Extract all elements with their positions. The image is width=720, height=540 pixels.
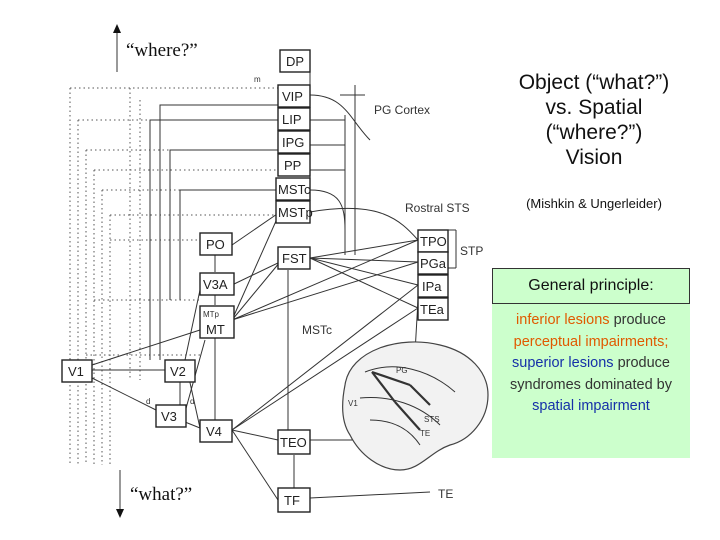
svg-text:PO: PO [206,237,225,252]
area-teo: TEO [277,429,311,455]
svg-text:V2: V2 [170,364,186,379]
title-line-2: vs. Spatial [545,96,643,119]
label-d-1: d [146,397,150,406]
area-vip: VIP [277,84,311,108]
area-lip: LIP [277,107,311,131]
solid-connections [91,60,457,501]
svg-text:STS: STS [424,415,440,424]
svg-text:TEa: TEa [420,302,445,317]
area-v4: V4 [199,419,233,443]
area-pga: PGa [417,251,449,275]
svg-text:IPG: IPG [282,135,304,150]
region-te: TE [438,487,453,501]
svg-text:PG: PG [396,366,408,375]
principle-spatial-impairment: spatial impairment [532,398,650,414]
svg-text:FST: FST [282,251,307,266]
principle-body: inferior lesions produce perceptual impa… [498,310,684,418]
label-d-2: d [190,397,194,406]
svg-text:TF: TF [284,493,300,508]
principle-perceptual: perceptual [513,333,582,350]
dotted-connections [69,87,280,465]
principle-heading: General principle: [492,268,690,304]
area-tea: TEa [417,297,449,321]
svg-text:TPO: TPO [420,234,447,249]
svg-text:V4: V4 [206,424,222,439]
svg-text:VIP: VIP [282,89,303,104]
what-arrow [116,470,124,518]
principle-panel: General principle: inferior lesions prod… [492,268,690,458]
svg-text:LIP: LIP [282,112,302,127]
area-v2: V2 [164,359,196,383]
svg-text:MTp: MTp [203,310,220,319]
area-pp: PP [277,153,311,177]
area-mstp: MSTp [275,200,313,224]
monkey-brain-sketch: PG V1 STS TE [342,341,489,471]
title-line-3: (“where?”) [545,121,643,144]
area-v3a: V3A [199,272,235,296]
principle-produce-2: produce syndromes dominated by [510,355,672,393]
principle-lesions: lesions [568,355,614,371]
svg-text:PGa: PGa [420,256,447,271]
area-tpo: TPO [417,229,449,253]
area-ipa: IPa [417,274,449,298]
svg-text:DP: DP [286,54,304,69]
title-line-1: Object (“what?”) [518,71,670,94]
svg-text:PP: PP [284,158,301,173]
what-label: “what?” [130,484,192,505]
svg-text:V1: V1 [348,399,358,408]
svg-text:MSTp: MSTp [278,205,313,220]
title-line-4: Vision [565,146,623,169]
svg-text:IPa: IPa [422,279,442,294]
svg-text:TE: TE [420,429,430,438]
area-dp: DP [279,49,311,73]
region-rostral-sts: Rostral STS [405,201,470,215]
svg-text:V1: V1 [68,364,84,379]
svg-text:TEO: TEO [280,435,307,450]
where-label: “where?” [126,40,198,61]
svg-text:V3: V3 [161,409,177,424]
area-mstc-box: MSTc [275,177,311,201]
slide-title: Object (“what?”) vs. Spatial (“where?”) … [494,70,694,170]
area-tf: TF [277,487,311,513]
svg-text:MT: MT [206,322,225,337]
label-m: m [254,75,261,84]
svg-text:MSTc: MSTc [278,182,311,197]
area-v1: V1 [61,359,93,383]
area-ipg: IPG [277,130,311,154]
citation: (Mishkin & Ungerleider) [526,196,662,211]
area-po: PO [199,232,233,256]
area-v3: V3 [155,404,187,428]
region-stp: STP [460,244,483,258]
svg-text:V3A: V3A [203,277,228,292]
principle-inferior-lesions: inferior lesions [516,312,610,328]
region-pg-cortex: PG Cortex [374,103,430,117]
region-mstc: MSTc [302,323,332,337]
where-arrow [113,24,121,72]
principle-produce-1: produce [613,312,666,328]
area-fst: FST [277,246,311,270]
principle-superior: superior [512,355,565,371]
principle-impairments: impairments; [585,333,669,350]
